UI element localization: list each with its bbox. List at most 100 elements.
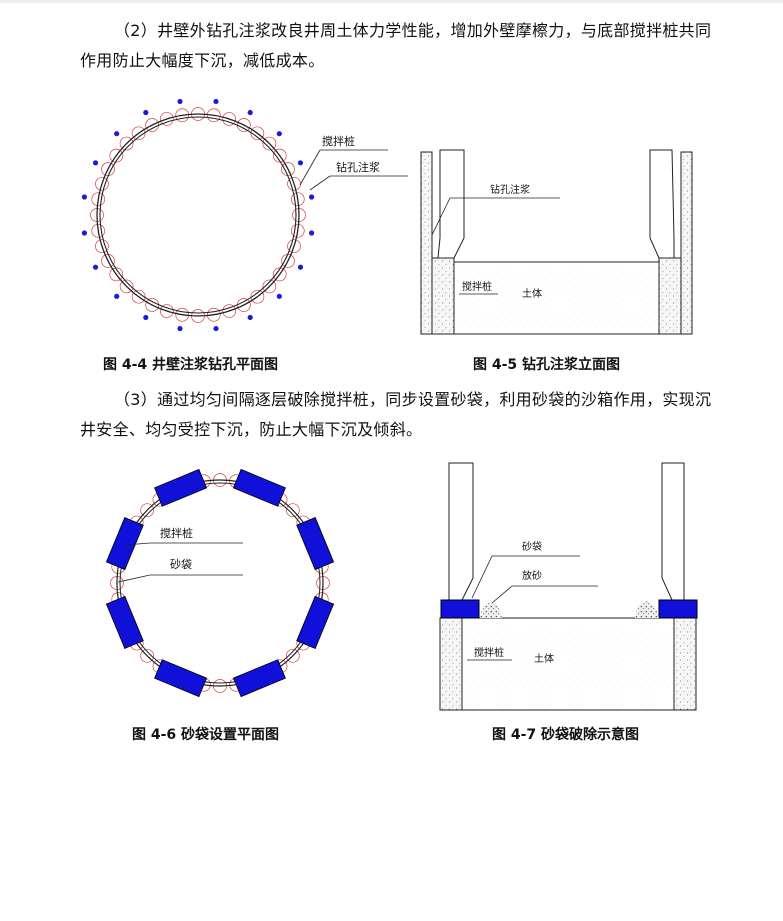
pile-circle [262, 279, 277, 294]
paragraph-3-text: （3）通过均匀间隔逐层破除搅拌桩，同步设置砂袋，利用砂袋的沙箱作用，实现沉井安全… [80, 390, 712, 439]
sandbag [154, 659, 208, 698]
grout-dot [92, 264, 99, 270]
pile-circle [206, 108, 221, 123]
grout-dot [308, 230, 315, 236]
pile-circle [109, 267, 124, 282]
leader-line-sand [491, 585, 513, 604]
pile-circle [159, 304, 174, 318]
label-soil: 土体 [522, 287, 542, 300]
sandbag [296, 517, 335, 571]
mixing-pile-ring [110, 473, 330, 693]
leader-line-pile [299, 149, 321, 186]
grout-hole-dots [81, 98, 315, 332]
pile-circle [250, 289, 265, 304]
well-wall-inner [99, 116, 297, 314]
grout-dot [213, 98, 219, 105]
grout-dot [297, 264, 304, 270]
grout-dot [247, 109, 253, 116]
label-mixing-pile: 搅拌桩 [160, 526, 193, 540]
caption-figure-4-6: 图 4-6 砂袋设置平面图 [132, 727, 280, 743]
soil-body [453, 261, 660, 335]
grout-dot [81, 194, 88, 200]
label-released-sand: 放砂 [522, 569, 542, 582]
pile-circle [272, 267, 287, 282]
sandbag-ring [105, 468, 335, 698]
grout-dot [114, 293, 120, 299]
pile-circle [91, 192, 106, 207]
pile-circle [290, 192, 305, 207]
pile-circle [140, 648, 155, 663]
pile-circle [287, 239, 301, 254]
pile-circle [175, 108, 190, 123]
label-grout: 钻孔注浆 [336, 160, 380, 174]
grout-dot [297, 160, 304, 166]
caption-figure-4-7: 图 4-7 砂袋破除示意图 [492, 727, 640, 743]
figure-4-7-elevation: 砂袋 放砂 搅拌桩 土体 [439, 462, 698, 711]
right-well-wall [661, 462, 685, 601]
leader-line-bag [117, 574, 151, 583]
left-well-wall [448, 462, 474, 601]
pile-circle [109, 148, 124, 163]
right-mixing-pile [673, 617, 697, 711]
label-grout: 钻孔注浆 [490, 183, 530, 196]
sandbag [296, 595, 335, 649]
grout-dot [143, 109, 149, 116]
grout-dot [247, 314, 253, 321]
figure-4-6-plan: 搅拌桩 砂袋 [105, 468, 335, 698]
pile-circle [119, 279, 134, 294]
pile-circle [262, 136, 277, 151]
sandbag [154, 468, 208, 507]
grout-dot [81, 230, 88, 236]
sandbag [232, 468, 286, 507]
left-mixing-pile [431, 257, 455, 335]
right-sandbag [658, 599, 698, 619]
grout-dot [213, 325, 219, 332]
pile-circle [131, 126, 146, 141]
leader-line-pile [124, 542, 151, 546]
grout-dot [114, 131, 120, 137]
grout-dot [308, 194, 315, 200]
pile-circle [95, 239, 109, 254]
pile-circle [285, 648, 300, 663]
pile-circle [131, 289, 146, 304]
grout-dot [143, 314, 149, 321]
leader-line-grout [431, 197, 451, 236]
well-wall-outer [116, 479, 324, 687]
leader-line-bag [471, 555, 493, 599]
grout-dot [177, 325, 183, 332]
pile-circle [222, 304, 237, 318]
grout-dot [276, 131, 282, 137]
pile-circle [119, 136, 134, 151]
pile-circle [290, 223, 305, 238]
mixing-pile-ring [90, 107, 306, 323]
caption-figure-4-5: 图 4-5 钻孔注浆立面图 [473, 357, 621, 373]
caption-figure-4-4: 图 4-4 井壁注浆钻孔平面图 [103, 357, 279, 373]
figure-4-5-elevation: 钻孔注浆 搅拌桩 土体 [420, 149, 693, 335]
pile-circle [91, 223, 106, 238]
label-mixing-pile: 搅拌桩 [322, 134, 355, 148]
leader-line-grout [309, 175, 331, 191]
right-mixing-pile [658, 257, 682, 335]
label-sandbag: 砂袋 [522, 540, 542, 553]
pile-circle [250, 126, 265, 141]
left-well-wall [437, 149, 465, 259]
label-mixing-pile: 搅拌桩 [462, 280, 492, 293]
sandbag [232, 659, 286, 698]
right-released-sand [635, 601, 659, 618]
soil-body [461, 617, 675, 711]
paragraph-2: （2）井壁外钻孔注浆改良井周土体力学性能，增加外壁摩檫力，与底部搅拌桩共同作用防… [80, 16, 720, 76]
left-released-sand [480, 602, 502, 618]
label-mixing-pile: 搅拌桩 [474, 646, 504, 659]
figure-4-4-plan: 搅拌桩 钻孔注浆 [81, 98, 408, 332]
pile-circle [272, 148, 287, 163]
left-sandbag [440, 599, 480, 619]
grout-dot [92, 160, 99, 166]
sandbag [105, 595, 144, 649]
paragraph-3: （3）通过均匀间隔逐层破除搅拌桩，同步设置砂袋，利用砂袋的沙箱作用，实现沉井安全… [80, 385, 720, 445]
pile-circle [285, 503, 300, 518]
pile-circle [140, 503, 155, 518]
pile-circle [159, 112, 174, 126]
pile-circle [175, 307, 190, 322]
well-wall-inner [119, 482, 321, 684]
left-mixing-pile [439, 617, 463, 711]
